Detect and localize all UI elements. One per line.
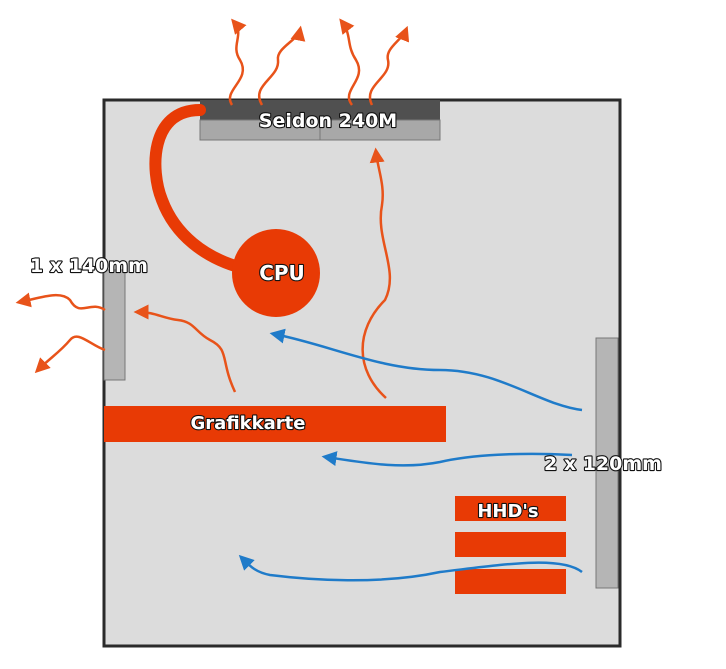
cpu-label: CPU	[259, 261, 305, 285]
hot-air-arrow	[339, 18, 361, 106]
drive-bay-3	[455, 569, 566, 594]
cool-air-intake	[238, 328, 583, 582]
rear-fan	[103, 269, 126, 381]
hot-air-arrow	[228, 18, 247, 106]
hot-air-exhaust-rear	[15, 292, 106, 374]
gpu-label: Grafikkarte	[191, 413, 306, 434]
cpu-block	[232, 229, 320, 317]
cool-air-arrow	[238, 554, 583, 582]
drive-bay-2	[455, 532, 566, 557]
radiator	[199, 100, 441, 141]
front-fans-label: 2 x 120mm	[544, 453, 662, 475]
drive-bay-1	[455, 496, 566, 521]
hot-air-arrow	[34, 335, 106, 374]
front-fans	[595, 337, 619, 589]
hot-air-arrow	[258, 25, 306, 106]
pc-case	[102, 98, 622, 648]
radiator-label: Seidon 240M	[259, 110, 397, 132]
coolant-tube	[149, 104, 248, 274]
hot-air-arrow	[368, 25, 410, 106]
hot-air-exhaust-top	[228, 18, 410, 106]
hot-air-gpu-left	[133, 304, 237, 393]
drives-label: HHD's	[477, 501, 538, 522]
cool-air-arrow	[321, 451, 573, 467]
rear-fan-label: 1 x 140mm	[30, 255, 148, 277]
hot-air-arrow	[15, 292, 106, 312]
graphics-card	[104, 406, 446, 442]
cool-air-arrow	[269, 328, 583, 412]
